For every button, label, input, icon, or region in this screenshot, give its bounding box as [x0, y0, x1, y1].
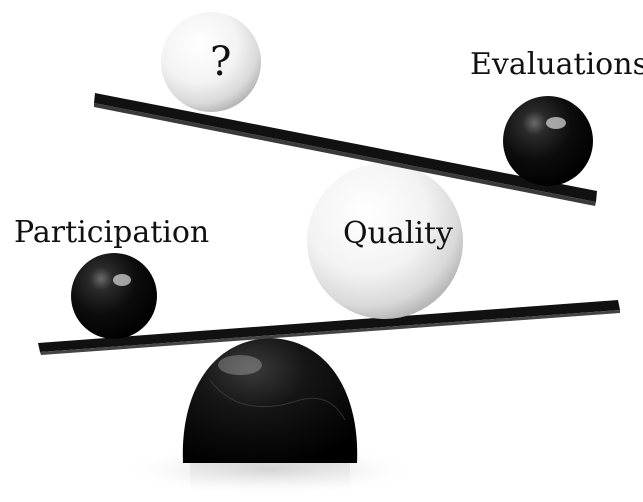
lower-plank	[38, 300, 620, 352]
quality-sphere	[307, 163, 463, 319]
evaluations-sphere-highlight	[546, 117, 566, 129]
base-dome	[182, 338, 358, 463]
base-highlight	[218, 355, 262, 375]
evaluations-sphere	[503, 96, 593, 186]
upper-plank-edge	[94, 103, 596, 206]
lower-plank-edge	[40, 310, 620, 355]
question-sphere	[161, 12, 261, 112]
quality-label: Quality	[343, 216, 453, 251]
participation-sphere	[71, 253, 157, 339]
base-reflection	[190, 460, 350, 490]
base-marble-vein	[209, 379, 346, 421]
question-label: ?	[210, 39, 232, 85]
participation-label: Participation	[14, 215, 210, 250]
upper-plank	[94, 93, 597, 202]
participation-sphere-highlight	[113, 274, 131, 286]
evaluations-label: Evaluations	[470, 47, 643, 82]
